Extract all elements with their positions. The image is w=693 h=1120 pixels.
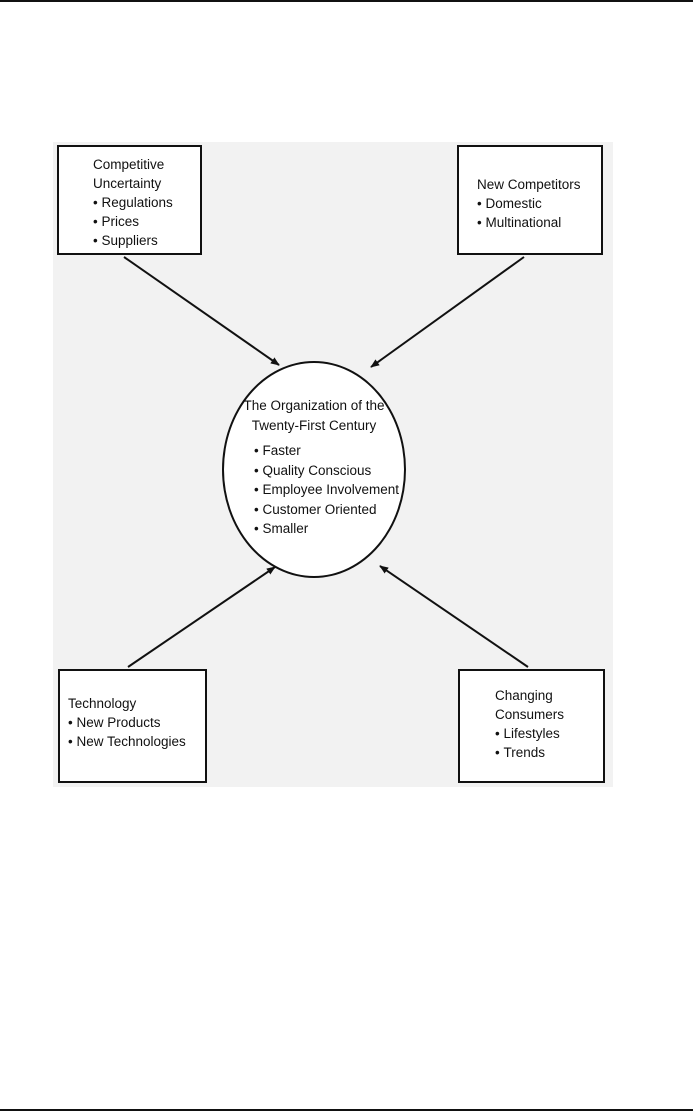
competitive-uncertainty-box: Competitive Uncertainty Regulations Pric… <box>57 145 202 255</box>
list-item: Regulations <box>93 193 190 212</box>
bullet-list: Domestic Multinational <box>477 194 593 232</box>
arrow-competitive-to-center <box>123 256 280 366</box>
list-item: New Technologies <box>68 732 199 751</box>
bottom-rule <box>0 1109 693 1111</box>
list-item: Employee Involvement <box>254 480 399 500</box>
box-title-line: Technology <box>68 696 137 711</box>
arrow-consumers-to-center <box>379 565 529 668</box>
box-title-line: Consumers <box>495 707 565 722</box>
list-item: Smaller <box>254 519 399 539</box>
bullet-list: Regulations Prices Suppliers <box>93 193 190 250</box>
list-item: Lifestyles <box>495 724 597 743</box>
changing-consumers-box: Changing Consumers Lifestyles Trends <box>458 669 605 783</box>
list-item: Faster <box>254 441 399 461</box>
box-title-line: Uncertainty <box>93 176 162 191</box>
box-title-line: New Competitors <box>477 177 581 192</box>
bullet-list: New Products New Technologies <box>68 713 199 751</box>
circle-title-line: The Organization of the <box>243 398 385 413</box>
arrow-competitors-to-center <box>370 256 525 368</box>
bullet-list: Faster Quality Conscious Employee Involv… <box>254 441 399 539</box>
list-item: New Products <box>68 713 199 732</box>
organization-circle: The Organization of the Twenty-First Cen… <box>222 361 406 578</box>
circle-title-line: Twenty-First Century <box>251 417 377 433</box>
top-rule <box>0 0 693 2</box>
bullet-list: Lifestyles Trends <box>495 724 597 762</box>
box-title-line: Competitive <box>93 157 165 172</box>
list-item: Domestic <box>477 194 593 213</box>
list-item: Multinational <box>477 213 593 232</box>
list-item: Customer Oriented <box>254 500 399 520</box>
list-item: Trends <box>495 743 597 762</box>
list-item: Prices <box>93 212 190 231</box>
new-competitors-box: New Competitors Domestic Multinational <box>457 145 603 255</box>
list-item: Suppliers <box>93 231 190 250</box>
list-item: Quality Conscious <box>254 461 399 481</box>
box-title-line: Changing <box>495 688 553 703</box>
arrow-technology-to-center <box>127 566 276 668</box>
technology-box: Technology New Products New Technologies <box>58 669 207 783</box>
circle-title: The Organization of the Twenty-First Cen… <box>224 396 404 435</box>
